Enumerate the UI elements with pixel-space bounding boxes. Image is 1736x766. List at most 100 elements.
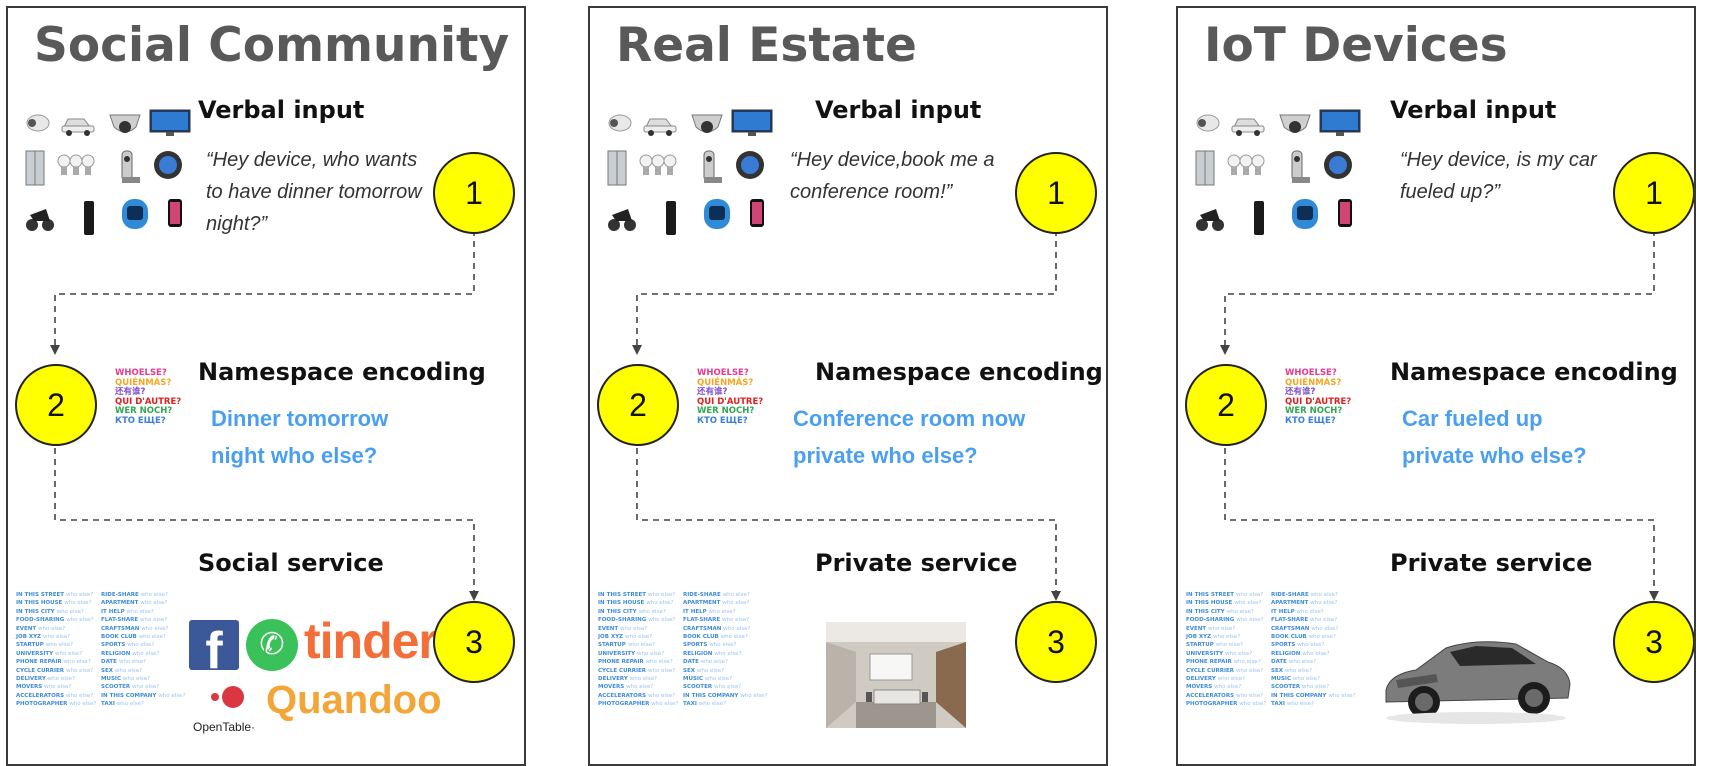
tv-icon bbox=[1319, 109, 1361, 136]
smart-lock-icon bbox=[703, 150, 722, 183]
whoelse-line: 还有谁? bbox=[697, 387, 728, 397]
service-list-suffix: who else? bbox=[1302, 684, 1330, 691]
service-list-label: TAXI bbox=[683, 701, 699, 708]
service-list-item: CYCLE CURRIER who else? bbox=[16, 667, 96, 675]
service-list-suffix: who else? bbox=[1296, 608, 1324, 615]
service-list-item: FOOD-SHARING who else? bbox=[16, 616, 96, 624]
quote-line: night?” bbox=[206, 213, 268, 235]
service-list-item: BOOK CLUB who else? bbox=[683, 633, 768, 641]
whoelse-line: QUI D'AUTRE? bbox=[1285, 396, 1352, 407]
whoelse-logo: WHOELSE? QUIÉNMÁS? 还有谁? QUI D'AUTRE? WER… bbox=[1285, 368, 1352, 426]
service-list-item: DATE who else? bbox=[683, 658, 768, 666]
quandoo-logo: Quandoo bbox=[266, 678, 442, 722]
service-heading: Private service bbox=[815, 549, 1018, 577]
service-list-label: DATE bbox=[683, 659, 701, 666]
service-list-label: RELIGION bbox=[101, 650, 133, 657]
service-list-item: SPORTS who else? bbox=[101, 641, 186, 649]
service-list-label: IN THIS CITY bbox=[1186, 608, 1227, 615]
service-list-label: EVENT bbox=[598, 625, 621, 632]
verbal-input-quote: “Hey device, who wants to have dinner to… bbox=[206, 144, 422, 240]
service-list-suffix: who else? bbox=[647, 592, 676, 598]
camera-icon bbox=[1196, 114, 1220, 132]
service-list-label: APARTMENT bbox=[1271, 600, 1311, 607]
service-list-label: PHOTOGRAPHER bbox=[598, 701, 652, 708]
service-list-item: MUSIC who else? bbox=[1271, 675, 1356, 683]
service-list-item: TAXI who else? bbox=[683, 700, 768, 708]
service-list-suffix: who else? bbox=[722, 600, 750, 607]
service-list-suffix: who else? bbox=[620, 625, 648, 632]
quote-line: “Hey device, is my car bbox=[1400, 149, 1597, 171]
service-list-suffix: who else? bbox=[709, 642, 737, 649]
service-list-label: IN THIS HOUSE bbox=[598, 600, 647, 607]
step-2-circle: 2 bbox=[15, 364, 97, 446]
service-list-suffix: who else? bbox=[64, 600, 92, 607]
quote-line: to have dinner tomorrow bbox=[206, 181, 422, 203]
service-list-suffix: who else? bbox=[720, 634, 748, 641]
service-list-item: RELIGION who else? bbox=[101, 650, 186, 658]
service-list-label: MUSIC bbox=[683, 676, 705, 683]
step-3-circle: 3 bbox=[433, 601, 515, 683]
service-list-label: RIDE-SHARE bbox=[1271, 592, 1311, 598]
service-list-label: ACCELERATORS bbox=[598, 692, 648, 699]
service-list-label: IN THIS COMPANY bbox=[683, 692, 741, 699]
service-list-label: SCOOTER bbox=[101, 684, 133, 691]
service-list-label: DELIVERY bbox=[1186, 676, 1218, 683]
service-list-label: PHONE REPAIR bbox=[598, 659, 646, 666]
service-list-label: CYCLE CURRIER bbox=[16, 667, 66, 674]
service-list-col1: IN THIS STREET who else?IN THIS HOUSE wh… bbox=[598, 591, 678, 709]
service-list-label: SCOOTER bbox=[1271, 684, 1303, 691]
service-list-label: MUSIC bbox=[1271, 676, 1293, 683]
step-3-circle: 3 bbox=[1613, 601, 1694, 683]
service-list-suffix: who else? bbox=[56, 608, 84, 615]
whoelse-line: WHOELSE? bbox=[1285, 368, 1337, 378]
smart-speaker-icon bbox=[1254, 201, 1264, 235]
service-list-suffix: who else? bbox=[1208, 625, 1236, 632]
step-2-circle: 2 bbox=[597, 364, 679, 446]
service-list-label: UNIVERSITY bbox=[598, 650, 638, 657]
service-list-suffix: who else? bbox=[140, 600, 168, 607]
service-list-item: PHONE REPAIR who else? bbox=[1186, 658, 1266, 666]
service-list-suffix: who else? bbox=[65, 592, 94, 598]
panel-title: IoT Devices bbox=[1204, 18, 1508, 73]
service-list-item: ACCELERATORS who else? bbox=[16, 692, 96, 700]
car-icon bbox=[1231, 118, 1265, 136]
service-list-suffix: who else? bbox=[126, 608, 154, 615]
service-list-suffix: who else? bbox=[1214, 684, 1242, 691]
conference-room-photo bbox=[826, 622, 966, 728]
flow-connector bbox=[632, 208, 1061, 601]
service-list-suffix: who else? bbox=[1292, 676, 1321, 683]
service-list-suffix: who else? bbox=[118, 659, 147, 666]
service-list-suffix: who else? bbox=[127, 642, 155, 649]
service-list-item: TAXI who else? bbox=[1271, 700, 1356, 708]
dome-camera-icon bbox=[691, 114, 723, 133]
thermostat-icon bbox=[154, 151, 182, 179]
service-list-suffix: who else? bbox=[648, 617, 676, 624]
service-list-item: STARTUP who else? bbox=[1186, 641, 1266, 649]
quote-line: “Hey device,book me a bbox=[790, 149, 995, 171]
service-list-item: JOB XYZ who else? bbox=[1186, 633, 1266, 641]
service-list-item: IN THIS HOUSE who else? bbox=[598, 599, 678, 607]
service-list-item: IN THIS CITY who else? bbox=[1186, 608, 1266, 616]
service-list-item: FLAT-SHARE who else? bbox=[101, 616, 186, 624]
panel-real-estate: Real Estate Verbal input “Hey device,boo… bbox=[588, 6, 1108, 766]
service-list-item: IT HELP who else? bbox=[101, 608, 186, 616]
service-list-suffix: who else? bbox=[1225, 650, 1253, 657]
service-list-item: CYCLE CURRIER who else? bbox=[1186, 667, 1266, 675]
service-list-item: PHOTOGRAPHER who else? bbox=[1186, 700, 1266, 708]
service-list-label: PHONE REPAIR bbox=[16, 659, 64, 666]
light-bulbs-icon bbox=[57, 154, 95, 175]
service-list-label: FOOD-SHARING bbox=[16, 617, 67, 624]
service-list-suffix: who else? bbox=[55, 650, 83, 657]
service-list-label: ACCELERATORS bbox=[16, 692, 66, 699]
car-icon bbox=[643, 118, 677, 136]
service-list-item: SEX who else? bbox=[101, 667, 186, 675]
service-list-label: CYCLE CURRIER bbox=[1186, 667, 1236, 674]
service-list-suffix: who else? bbox=[1234, 600, 1262, 607]
step-1-circle: 1 bbox=[433, 152, 515, 234]
verbal-input-quote: “Hey device,book me a conference room!” bbox=[790, 144, 995, 208]
service-list-col2: RIDE-SHARE who else?APARTMENT who else?I… bbox=[1271, 591, 1356, 709]
verbal-input-quote: “Hey device, is my car fueled up?” bbox=[1400, 144, 1597, 208]
service-list-label: SPORTS bbox=[101, 642, 128, 649]
service-list-label: UNIVERSITY bbox=[1186, 650, 1226, 657]
service-list-suffix: who else? bbox=[723, 625, 751, 632]
